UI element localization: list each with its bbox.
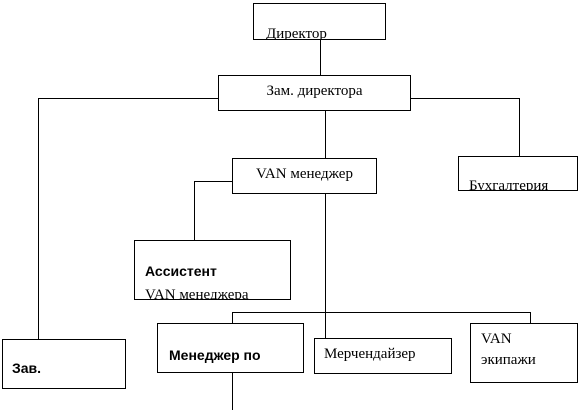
node-sales-manager-label: Менеджер по [169, 347, 261, 363]
node-head-label: Зав. [12, 360, 42, 376]
node-deputy-director-label: Зам. директора [266, 83, 363, 99]
node-accountant-label: Бухгалтерия [469, 178, 549, 191]
node-van-crews: VAN экипажи [470, 323, 578, 383]
node-van-crews-label-2: экипажи [481, 352, 536, 368]
node-van-manager: VAN менеджер [232, 158, 377, 194]
node-sales-manager: Менеджер по [157, 323, 304, 373]
node-van-manager-label: VAN менеджер [256, 166, 353, 182]
node-deputy-director: Зам. директора [218, 75, 411, 111]
node-assistant: Ассистент VAN менеджера [134, 240, 291, 300]
node-assistant-label-2: VAN менеджера [145, 287, 249, 300]
node-van-crews-label-1: VAN [481, 331, 512, 347]
node-merchandiser: Мерчендайзер [314, 338, 452, 374]
node-assistant-label-1: Ассистент [145, 263, 217, 279]
node-director-label: Директор [266, 26, 327, 40]
node-head: Зав. [2, 339, 126, 389]
node-accountant: Бухгалтерия [458, 156, 578, 191]
node-director: Директор [253, 3, 386, 40]
node-merchandiser-label: Мерчендайзер [324, 346, 416, 362]
